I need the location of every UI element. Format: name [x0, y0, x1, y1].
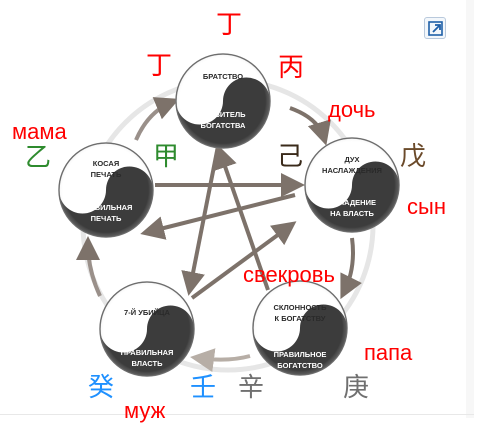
arrow-bottom-left-to-left [76, 236, 102, 297]
arrow-bottom-left-to-right [190, 221, 297, 300]
arrow-bottom-right-to-top [213, 144, 270, 291]
arrow-right-to-left [140, 193, 296, 240]
cycle-arrows [76, 97, 362, 373]
node-bottom-right-lower-2: БОГАТСТВО [277, 361, 323, 370]
label-father: папа [364, 340, 413, 365]
expand-arrow-icon [428, 21, 443, 36]
node-top-lower-2: БОГАТСТВА [201, 121, 246, 130]
expand-button[interactable] [424, 17, 446, 39]
node-right-upper-2: НАСЛАЖДЕНИЯ [322, 166, 382, 175]
control-arrows [140, 140, 305, 300]
stem-bottom-geng: 庚 [343, 373, 369, 403]
node-left-lower-2: ПЕЧАТЬ [91, 214, 122, 223]
node-left [58, 142, 154, 238]
node-left-lower-1: ПРАВИЛЬНАЯ [80, 203, 133, 212]
node-top-upper-1: БРАТСТВО [203, 72, 243, 81]
node-right-upper-1: ДУХ [344, 155, 359, 164]
label-daughter: дочь [328, 97, 376, 122]
node-bottom-right [252, 280, 348, 376]
scrollbar-track [466, 0, 474, 418]
stem-left-left: 乙 [25, 143, 51, 173]
arrow-bottom-right-to-bottom-left [190, 348, 251, 373]
node-right-lower-2: НА ВЛАСТЬ [330, 209, 374, 218]
label-son: сын [407, 194, 446, 219]
node-bottom-right-upper-2: К БОГАТСТВУ [275, 314, 326, 323]
stem-top-right: 丙 [278, 53, 304, 83]
stem-top-center: 丁 [216, 10, 242, 40]
label-mother: мама [12, 119, 67, 144]
node-right [304, 137, 400, 233]
bottom-divider [0, 414, 474, 415]
stem-bottom-gui: 癸 [88, 373, 114, 403]
node-bottom-left-lower-2: ВЛАСТЬ [132, 359, 164, 368]
stem-right-right: 戊 [400, 142, 426, 172]
node-left-upper-2: ПЕЧАТЬ [91, 170, 122, 179]
node-bottom-left [99, 281, 195, 377]
node-left-upper-1: КОСАЯ [93, 159, 119, 168]
arrow-top-to-right [289, 106, 331, 146]
label-husband: муж [124, 398, 166, 423]
node-top [175, 53, 271, 149]
node-bottom-left-upper-1: 7-Й УБИЙЦА [124, 308, 170, 317]
stem-bottom-xin: 辛 [238, 373, 264, 403]
stem-top-left: 丁 [146, 51, 172, 81]
node-top-lower-1: ГРАБИТЕЛЬ [200, 110, 246, 119]
stem-right-left: 己 [277, 142, 303, 172]
arrow-right-to-bottom-right [340, 237, 362, 300]
label-mother-in-law: свекровь [243, 262, 335, 287]
node-bottom-right-lower-1: ПРАВИЛЬНОЕ [274, 350, 327, 359]
node-bottom-left-lower-1: ПРАВИЛЬНАЯ [121, 348, 174, 357]
arrow-left-to-top [134, 97, 180, 141]
node-right-lower-1: НАПАДЕНИЕ [328, 198, 376, 207]
node-bottom-right-upper-1: СКЛОННОСТЬ [274, 303, 328, 312]
stem-bottom-ren: 壬 [190, 373, 216, 403]
stem-left-right: 甲 [153, 142, 179, 172]
